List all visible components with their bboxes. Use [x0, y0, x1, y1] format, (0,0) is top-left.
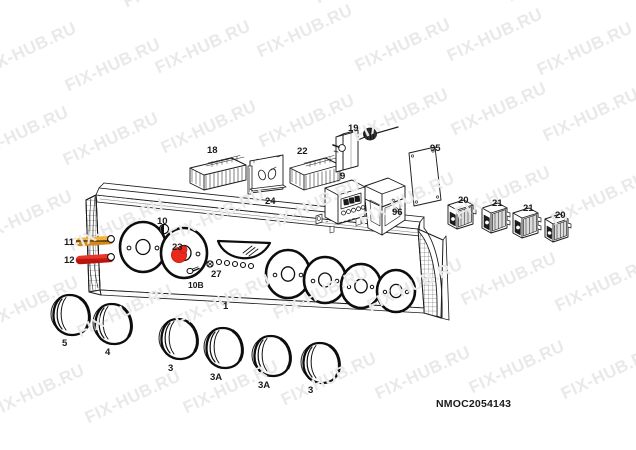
part-21-switch-a[interactable]: [481, 202, 511, 234]
part-20-switch-a[interactable]: [447, 199, 477, 230]
part-9-programmer-timer[interactable]: [315, 179, 366, 234]
lamp-bulb-10b[interactable]: [186, 266, 200, 275]
control-knob-3-b[interactable]: [300, 341, 341, 385]
part-22-terminal-block[interactable]: [289, 155, 341, 191]
part-19-thermostat[interactable]: [332, 126, 399, 173]
part-95-cover-plate[interactable]: [408, 146, 442, 207]
knob-mount-ring-5[interactable]: [339, 262, 383, 310]
knob-mount-ring-4[interactable]: [302, 255, 348, 305]
wire-12-red[interactable]: [75, 253, 115, 265]
control-knob-5[interactable]: [50, 293, 91, 337]
control-knob-3a-a[interactable]: [203, 326, 244, 370]
part-24-mounting-bracket[interactable]: [247, 154, 287, 195]
wire-11-orange[interactable]: [75, 235, 115, 247]
knob-mount-ring-6[interactable]: [375, 268, 417, 314]
indicator-lamp-10[interactable]: [158, 223, 170, 235]
part-18-terminal-block[interactable]: [189, 155, 247, 191]
display-window[interactable]: [216, 239, 272, 260]
led-indicator-row[interactable]: [215, 258, 255, 270]
control-knob-4[interactable]: [92, 302, 133, 346]
highlighted-part-23[interactable]: [170, 245, 188, 263]
screw-27[interactable]: [206, 260, 214, 268]
part-20-switch-b[interactable]: [544, 213, 572, 243]
part-96-housing-box[interactable]: [364, 177, 406, 236]
part-21-switch-b[interactable]: [512, 207, 542, 239]
knob-mount-ring-3[interactable]: [264, 248, 312, 300]
knob-mount-ring-1[interactable]: [118, 220, 168, 274]
control-knob-3-a[interactable]: [158, 317, 199, 361]
part-number-text: NMOC2054143: [436, 398, 512, 410]
control-knob-3a-b[interactable]: [251, 334, 292, 378]
